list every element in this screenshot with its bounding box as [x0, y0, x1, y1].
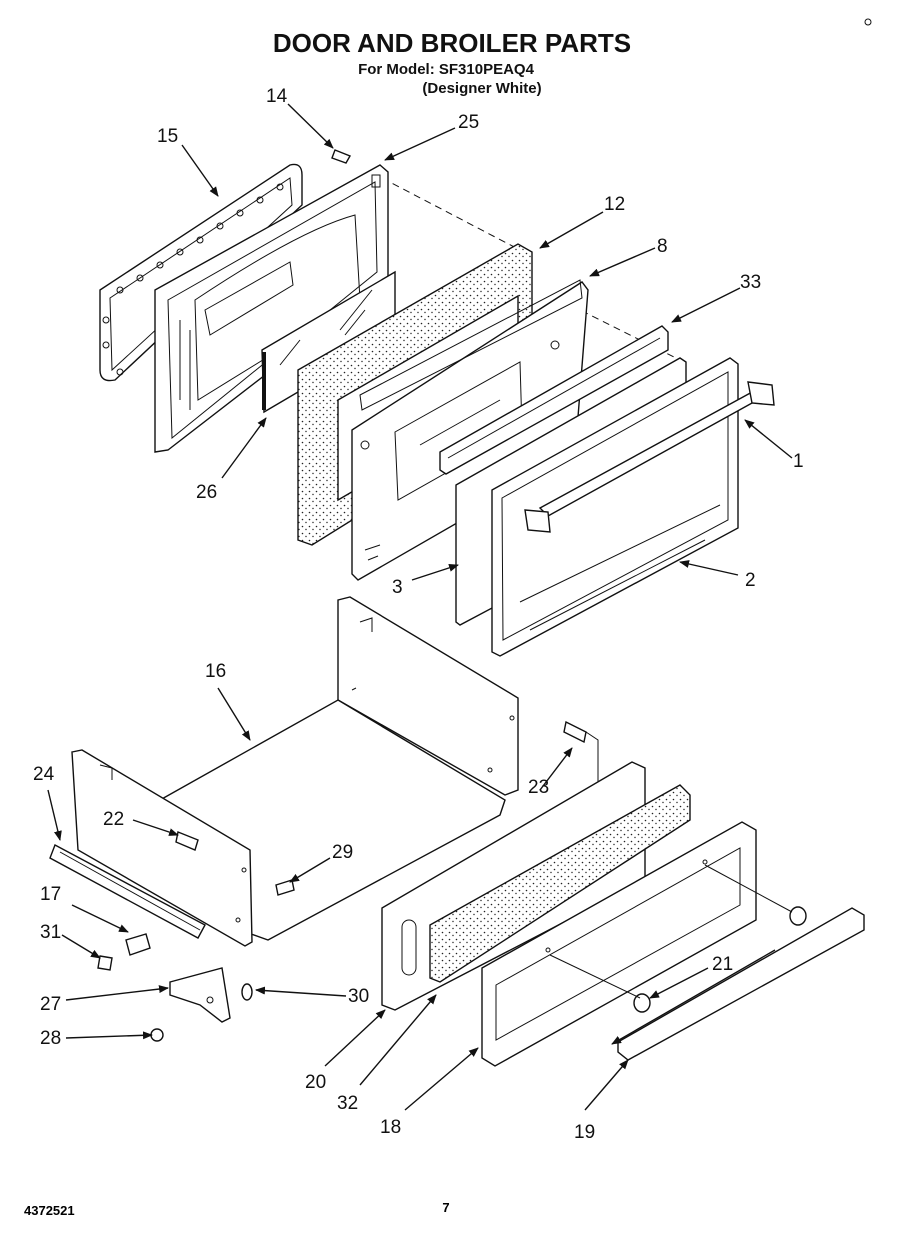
part-2-outer-door: [491, 357, 739, 657]
callout-32: 32: [337, 1093, 358, 1114]
callout-33: 33: [740, 272, 761, 293]
callout-20: 20: [305, 1072, 326, 1093]
callout-labels: 14 25 15 12 8 33 1 2 3 26 16 24 22 29 17…: [33, 86, 804, 1143]
callout-19: 19: [574, 1122, 595, 1143]
model-line: For Model: SF310PEAQ4: [358, 61, 535, 78]
part-30-grommet: [241, 983, 253, 1001]
part-28-button: [150, 1028, 164, 1042]
part-24-drawer-side-panel: [71, 749, 253, 947]
callout-17: 17: [40, 884, 61, 905]
part-22-bolt: [175, 831, 199, 851]
diagram-title: DOOR AND BROILER PARTS: [273, 28, 631, 58]
callout-16: 16: [205, 661, 226, 682]
part-14-screw: [331, 149, 352, 164]
document-number: 4372521: [24, 1203, 75, 1218]
part-21-spacer: [633, 906, 807, 1013]
part-33-vent-channel: [439, 325, 669, 475]
part-32-drawer-insulation: [429, 784, 691, 983]
leader-lines: [47, 103, 793, 1111]
part-23-bolt: [563, 720, 599, 800]
part-1-door-handle: [524, 381, 775, 533]
callout-23: 23: [528, 777, 549, 798]
callout-31: 31: [40, 922, 61, 943]
part-29-bolt: [275, 879, 295, 896]
callout-21: 21: [712, 954, 733, 975]
callout-26: 26: [196, 482, 217, 503]
callout-28: 28: [40, 1028, 61, 1049]
callout-22: 22: [103, 809, 124, 830]
callout-18: 18: [380, 1117, 401, 1138]
page-number: 7: [442, 1200, 449, 1215]
callout-27: 27: [40, 994, 61, 1015]
corner-mark: [864, 18, 872, 26]
callout-14: 14: [266, 86, 288, 107]
callout-15: 15: [157, 126, 178, 147]
callout-29: 29: [332, 842, 353, 863]
callout-2: 2: [745, 570, 756, 591]
callout-24: 24: [33, 764, 55, 785]
callout-12: 12: [604, 194, 625, 215]
callout-30: 30: [348, 986, 369, 1007]
callout-3: 3: [392, 577, 403, 598]
callout-25: 25: [458, 112, 479, 133]
callout-8: 8: [657, 236, 668, 257]
part-18-drawer-front-panel: [481, 821, 757, 1067]
part-31-screw: [97, 933, 151, 971]
part-17-drawer-rail: [49, 844, 206, 939]
callout-1: 1: [793, 451, 804, 472]
part-27-bracket: [169, 967, 231, 1023]
color-line: (Designer White): [422, 80, 541, 97]
part-19-drawer-trim: [617, 907, 865, 1061]
